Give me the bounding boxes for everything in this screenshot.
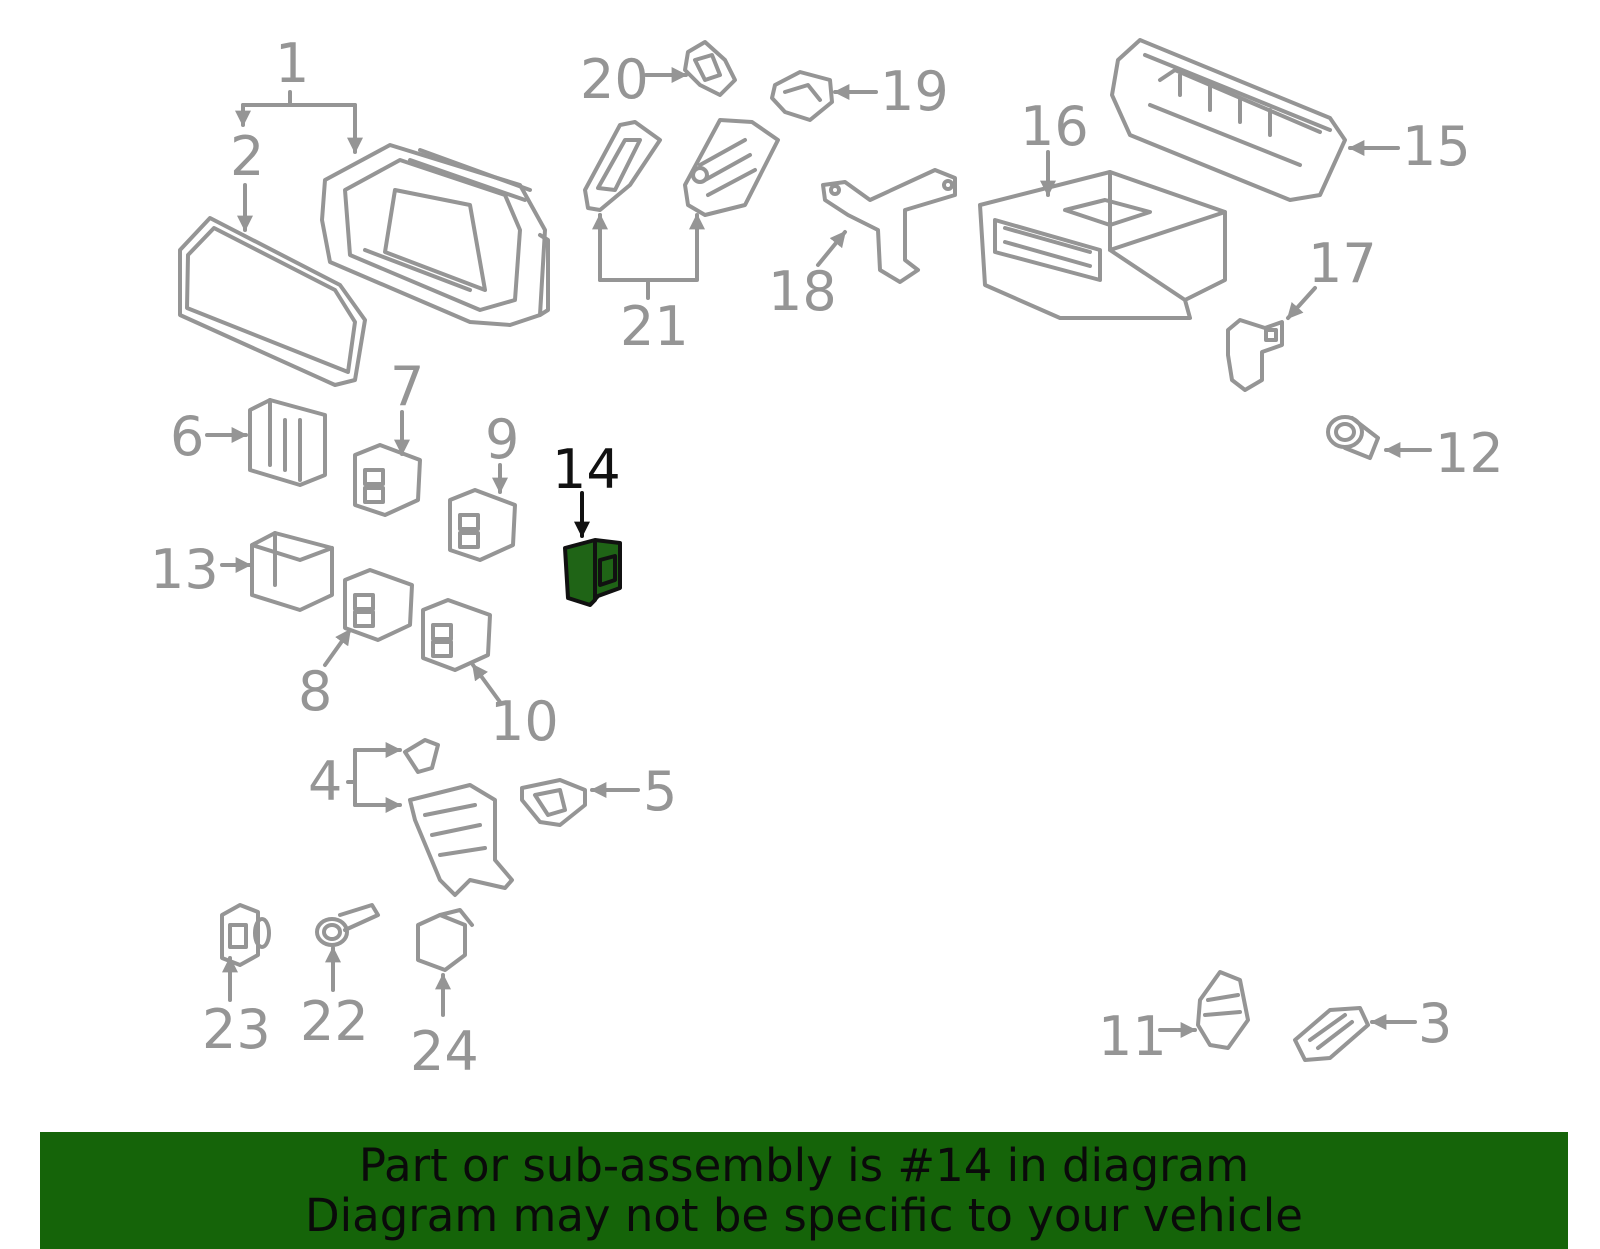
part-22-grommet[interactable] [315,903,380,947]
info-banner: Part or sub-assembly is #14 in diagram D… [40,1132,1568,1249]
callout-1: 1 [275,32,309,95]
part-9-switch[interactable] [448,488,517,562]
part-1-instrument-cluster[interactable] [320,143,550,327]
part-14-highlighted[interactable] [563,538,622,607]
part-4-bracket[interactable] [403,738,514,897]
part-10-switch[interactable] [421,598,492,672]
part-6-switch[interactable] [248,398,327,487]
part-15-climate-control[interactable] [1110,38,1347,202]
callout-8: 8 [298,660,332,723]
callout-19: 19 [880,60,949,123]
callout-17: 17 [1308,232,1377,295]
callout-20: 20 [580,48,649,111]
banner-line-2: Diagram may not be specific to your vehi… [305,1188,1303,1242]
part-8-switch[interactable] [343,568,414,642]
callout-6: 6 [170,405,204,468]
callout-3: 3 [1418,992,1452,1055]
callout-5: 5 [643,760,677,823]
callout-7: 7 [390,355,424,418]
callout-21: 21 [620,295,689,358]
part-2-cluster-lens[interactable] [178,216,367,387]
part-17-bracket[interactable] [1226,318,1284,392]
callout-2: 2 [230,125,264,188]
banner-line-1: Part or sub-assembly is #14 in diagram [358,1138,1250,1192]
callout-12: 12 [1435,422,1504,485]
callout-labels: 1 2 3 4 5 6 7 8 9 10 11 12 13 14 15 16 1… [150,32,1504,1083]
callout-4: 4 [308,750,342,813]
part-20-switch[interactable] [683,40,737,97]
leader-lines [205,67,1432,1038]
callout-16: 16 [1020,95,1089,158]
callout-24: 24 [410,1020,479,1083]
callout-13: 13 [150,538,219,601]
callout-23: 23 [202,998,271,1061]
callout-9: 9 [485,408,519,471]
part-7-switch[interactable] [353,443,422,517]
callout-14: 14 [552,438,621,501]
part-13-switch[interactable] [250,531,334,612]
part-24-clip[interactable] [416,908,474,972]
part-11-switch[interactable] [1196,970,1250,1050]
callout-15: 15 [1402,115,1471,178]
callout-10: 10 [490,690,559,753]
callout-22: 22 [300,990,369,1053]
part-3-switch[interactable] [1293,1006,1370,1062]
callout-18: 18 [768,260,837,323]
part-12-button[interactable] [1326,415,1380,460]
callout-11: 11 [1098,1005,1167,1068]
part-5-switch[interactable] [520,778,587,827]
part-16-audio-unit[interactable] [978,170,1227,320]
part-18-bracket[interactable] [821,168,957,284]
part-23-clip[interactable] [220,903,271,967]
part-19-switch[interactable] [770,70,834,122]
part-21-console[interactable] [583,118,780,217]
